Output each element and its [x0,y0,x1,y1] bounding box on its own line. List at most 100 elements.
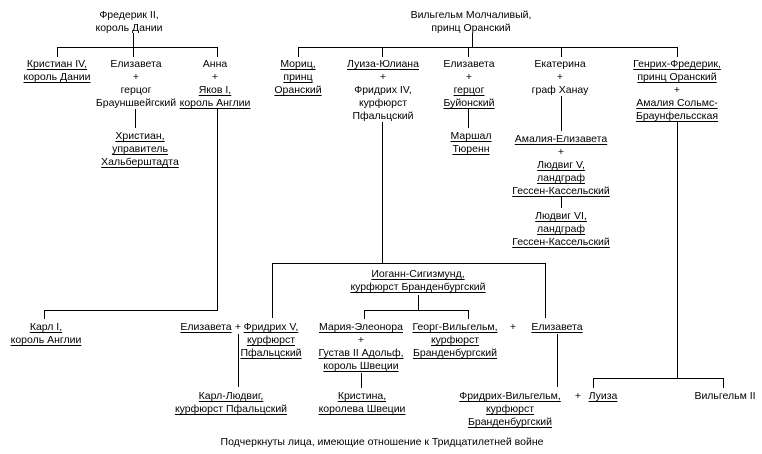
plus-sign: + [379,71,387,83]
person-luiza: Луиза [589,390,618,403]
person-georg-wilhelm: Георг-Вильгельм, курфюрст Бранденбургски… [412,321,497,360]
name-line: Маршал [450,130,492,142]
connector-line-vertical [723,378,724,388]
person-christian4: Кристиан IV, король Дании [24,58,91,84]
name-line: герцог [120,84,152,96]
name-line: принц [283,71,313,83]
name-line: Людвиг V, [537,159,585,171]
plus-sign: + [509,321,517,333]
name-line: Фридрих IV, [354,84,412,96]
name-line: ландграф [536,223,586,235]
name-line: курфюрст [485,403,535,415]
connector-line-vertical [382,122,383,263]
name-line: Вильгельм II [694,390,756,402]
connector-line-horizontal [593,378,724,379]
name-line: Амалия Сольмс- [636,97,718,109]
name-line: Кристина, [337,390,387,402]
name-line: Яков I, [198,84,232,96]
plus-sign: + [357,334,365,346]
person-luiza-juliana: Луиза-Юлиана + Фридрих IV, курфюрст Пфал… [347,58,419,123]
connector-line-horizontal [57,47,218,48]
name-line: Елизавета [180,321,232,333]
connector-line-vertical [677,47,678,57]
name-line: курфюрст Бранденбургский [350,281,486,293]
legend-caption: Подчеркнуты лица, имеющие отношение к Тр… [220,436,544,448]
name-line: королева Швеции [318,403,406,415]
connector-line-vertical [298,47,299,57]
connector-line-vertical [44,310,45,319]
connector-line-horizontal [298,47,678,48]
name-line: король Англии [10,334,82,346]
name-line: Густав II Адольф, [318,347,404,359]
connector-line-vertical [217,109,218,310]
plus-sign: + [557,146,565,158]
name-line: Елизавета [443,58,495,70]
name-line: граф Ханау [531,84,589,96]
connector-line-vertical [217,47,218,57]
person-friedrich5: Фридрих V, курфюрст Пфальцский [240,321,301,360]
name-line: Луиза-Юлиана [347,58,419,70]
connector-line-vertical [561,197,562,208]
person-elizaveta-bouillon: Елизавета + герцог Буйонский [443,58,494,110]
name-line: Мария-Элеонора [319,321,403,333]
person-marshal-turenne: Маршал Тюренн [451,130,492,156]
name-line: курфюрст Пфальцский [174,403,288,415]
plus-sign: + [234,321,242,333]
name-line: король Англии [179,97,251,109]
name-line: Брауншвейгский [95,97,177,109]
person-elizaveta-stuart: Елизавета [180,321,231,334]
person-elizaveta-pfalz: Елизавета [531,321,582,334]
name-line: Людвиг VI, [535,210,587,222]
person-heinrich-frederik: Генрих-Фредерик, принц Оранский + Амалия… [633,58,721,123]
name-line: Анна [202,58,228,70]
name-line: Георг-Вильгельм, [412,321,498,333]
name-line: Фридрих-Вильгельм, [459,390,561,402]
name-line: король Швеции [323,360,399,372]
name-line: Пфальцский [240,347,302,359]
name-line: Гессен-Кассельский [512,185,610,197]
name-line: курфюрст [358,97,408,109]
connector-line-vertical [468,47,469,57]
name-line: Хальберштадта [101,156,179,168]
person-maria-eleonora: Мария-Элеонора + Густав II Адольф, корол… [318,321,403,373]
connector-line-vertical [133,33,134,47]
connector-line-horizontal [44,310,218,311]
person-wilhelm-silent: Вильгельм Молчаливый, принц Оранский [411,9,532,35]
connector-line-vertical [238,334,239,387]
person-karl1: Карл I, король Англии [11,321,82,347]
person-amalia-elizaveta: Амалия-Елизавета + Людвиг V, ландграф Ге… [512,133,610,198]
person-ludwig6: Людвиг VI, ландграф Гессен-Кассельский [512,210,610,249]
person-johann-sigismund: Иоганн-Сигизмунд, курфюрст Бранденбургск… [350,268,485,294]
name-line: Буйонский [443,97,495,109]
connector-line-vertical [677,122,678,378]
name-line: король Дании [95,22,163,34]
person-christian-halberstadt: Христиан, управитель Хальберштадта [101,130,179,169]
connector-line-vertical [57,47,58,57]
name-line: Мориц, [280,58,316,70]
name-line: Оранский [274,84,322,96]
name-line: Луиза [588,390,618,402]
name-line: Елизавета [110,58,162,70]
person-christina: Кристина, королева Швеции [319,390,406,416]
name-line: Елизавета [531,321,583,333]
connector-line-vertical [593,378,594,388]
name-line: ландграф [536,172,586,184]
connector-line-vertical [364,310,365,319]
plus-sign: + [575,390,581,403]
name-line: Тюренн [452,143,490,155]
name-line: курфюрст [246,334,296,346]
name-line: Бранденбургский [412,347,498,359]
plus-sign: + [132,71,140,83]
person-moritz: Мориц, принц Оранский [274,58,321,97]
name-line: управитель [112,143,168,155]
person-frederik2: Фредерик II, король Дании [96,9,163,35]
connector-line-vertical [133,47,134,57]
person-friedrich-wilhelm: Фридрих-Вильгельм, курфюрст Бранденбургс… [459,390,561,429]
connector-line-vertical [472,33,473,47]
connector-line-horizontal [272,263,546,264]
connector-line-vertical [382,47,383,57]
plus-sign: + [673,84,681,96]
name-line: Иоганн-Сигизмунд, [371,268,465,280]
connector-line-vertical [557,334,558,387]
